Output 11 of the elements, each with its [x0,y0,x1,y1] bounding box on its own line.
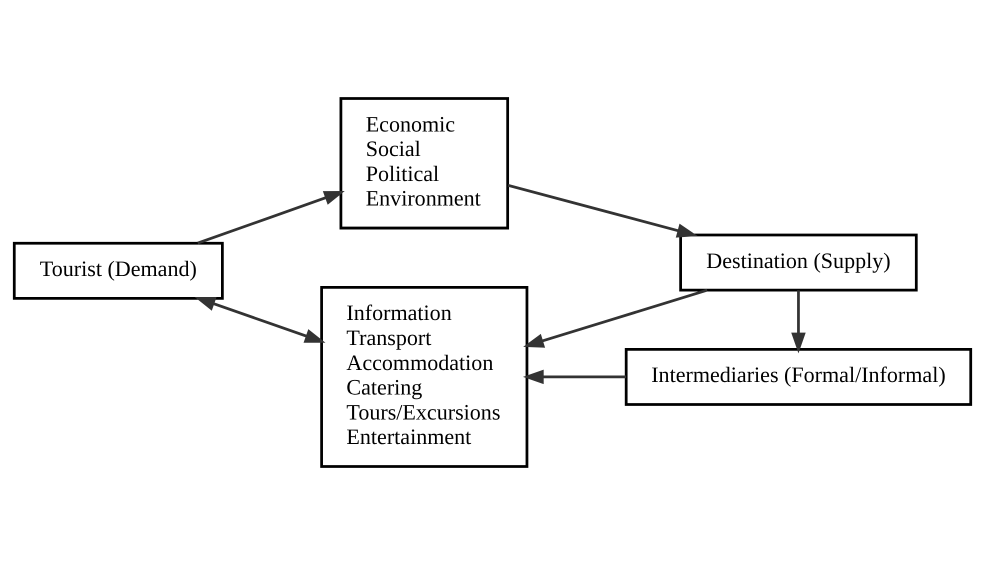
arrow [523,288,708,348]
node-box: Economic Social Political Environment [340,97,510,230]
arrow [522,370,626,384]
node-box: Information Transport Accommodation Catering Tours/Excursions Entertainment [320,286,528,468]
node-box: Destination (Supply) [679,234,918,292]
arrow [197,190,345,244]
node-box: Tourist (Demand) [12,242,224,300]
arrow [791,290,806,354]
node-box: Intermediaries (Formal/Informal) [624,348,972,406]
arrow [508,184,698,238]
arrow [194,297,326,343]
